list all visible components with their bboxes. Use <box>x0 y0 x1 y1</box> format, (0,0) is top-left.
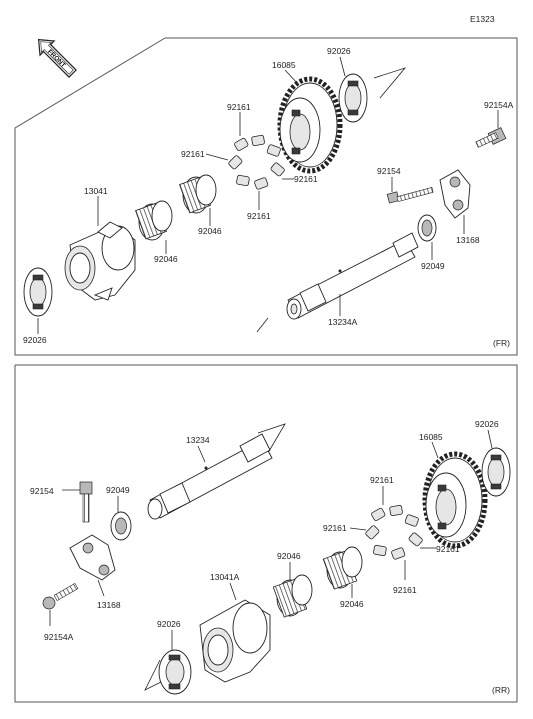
label-92046-top-b: 92046 <box>198 226 222 236</box>
label-13041A-bottom: 13041A <box>210 572 240 582</box>
label-16085-top: 16085 <box>272 60 296 70</box>
top-axis-arrow-end <box>373 67 407 99</box>
label-92154-top: 92154 <box>377 166 401 176</box>
front-arrow-icon: FRONT <box>37 38 77 78</box>
label-13041-top: 13041 <box>84 186 108 196</box>
bottom-thrust-washer-left <box>158 649 192 695</box>
top-region-label: (FR) <box>493 338 510 348</box>
top-needle-bearing-a <box>135 200 173 241</box>
bottom-region-label: (RR) <box>492 685 510 695</box>
top-panel: (FR) <box>14 37 518 356</box>
label-92046-bottom-b: 92046 <box>340 599 364 609</box>
bottom-damper-rubbers <box>365 504 423 560</box>
label-13234A-top: 13234A <box>328 317 358 327</box>
label-92161-bottom-top: 92161 <box>370 475 394 485</box>
label-92046-bottom-a: 92046 <box>277 551 301 561</box>
top-leader-lines <box>37 56 499 334</box>
bottom-bolt-92154A <box>42 582 79 610</box>
label-92154A-bottom: 92154A <box>44 632 74 642</box>
bottom-large-gear-16085 <box>422 451 488 549</box>
label-92161-bottom-left: 92161 <box>323 523 347 533</box>
label-92049-top: 92049 <box>421 261 445 271</box>
label-92154A-top: 92154A <box>484 100 514 110</box>
bottom-leader-lines <box>49 429 493 650</box>
label-13234-bottom: 13234 <box>186 435 210 445</box>
top-large-gear-16085 <box>277 76 343 174</box>
bottom-bolt-92154 <box>79 481 93 523</box>
top-thrust-washer-right <box>338 73 368 123</box>
label-92026-top-left: 92026 <box>23 335 47 345</box>
label-92161-top-left: 92161 <box>181 149 205 159</box>
bottom-panel: (RR) <box>14 364 518 703</box>
top-oil-seal-92049 <box>417 214 437 242</box>
label-92154-bottom: 92154 <box>30 486 54 496</box>
bottom-oil-seal-92049 <box>110 511 132 541</box>
bottom-thrust-washer-right <box>481 447 511 497</box>
label-16085-bottom: 16085 <box>419 432 443 442</box>
bottom-needle-bearing-a <box>272 574 313 618</box>
label-92026-bottom-left: 92026 <box>157 619 181 629</box>
top-holder-13168 <box>439 169 471 219</box>
top-needle-bearing-b <box>179 174 217 214</box>
top-damper-rubbers <box>228 134 285 190</box>
bottom-needle-bearing-b <box>322 546 363 590</box>
label-13168-bottom: 13168 <box>97 600 121 610</box>
top-panel-frame <box>14 37 518 356</box>
label-92026-bottom-right: 92026 <box>475 419 499 429</box>
bottom-shaft-13234 <box>147 433 273 520</box>
bottom-axis-arrow-end <box>257 423 286 459</box>
label-92049-bottom: 92049 <box>106 485 130 495</box>
label-92161-top-top: 92161 <box>227 102 251 112</box>
top-bolt-92154 <box>386 187 434 204</box>
label-92161-top-right: 92161 <box>294 174 318 184</box>
top-bolt-92154A <box>475 127 507 148</box>
top-gear-hub-13041 <box>64 221 136 301</box>
label-92161-bottom-right: 92161 <box>436 544 460 554</box>
label-13168-top: 13168 <box>456 235 480 245</box>
label-92026-top-right: 92026 <box>327 46 351 56</box>
top-axis-line <box>256 317 269 333</box>
diagram-id: E1323 <box>470 14 495 24</box>
label-92161-top-bottom: 92161 <box>247 211 271 221</box>
bottom-gear-hub-13041A <box>199 599 271 683</box>
top-thrust-washer-left <box>23 267 53 317</box>
top-shaft-13234A <box>286 232 419 320</box>
bottom-panel-frame <box>14 364 518 703</box>
label-92046-top-a: 92046 <box>154 254 178 264</box>
label-92161-bottom-bottom: 92161 <box>393 585 417 595</box>
bottom-holder-13168 <box>69 534 116 581</box>
